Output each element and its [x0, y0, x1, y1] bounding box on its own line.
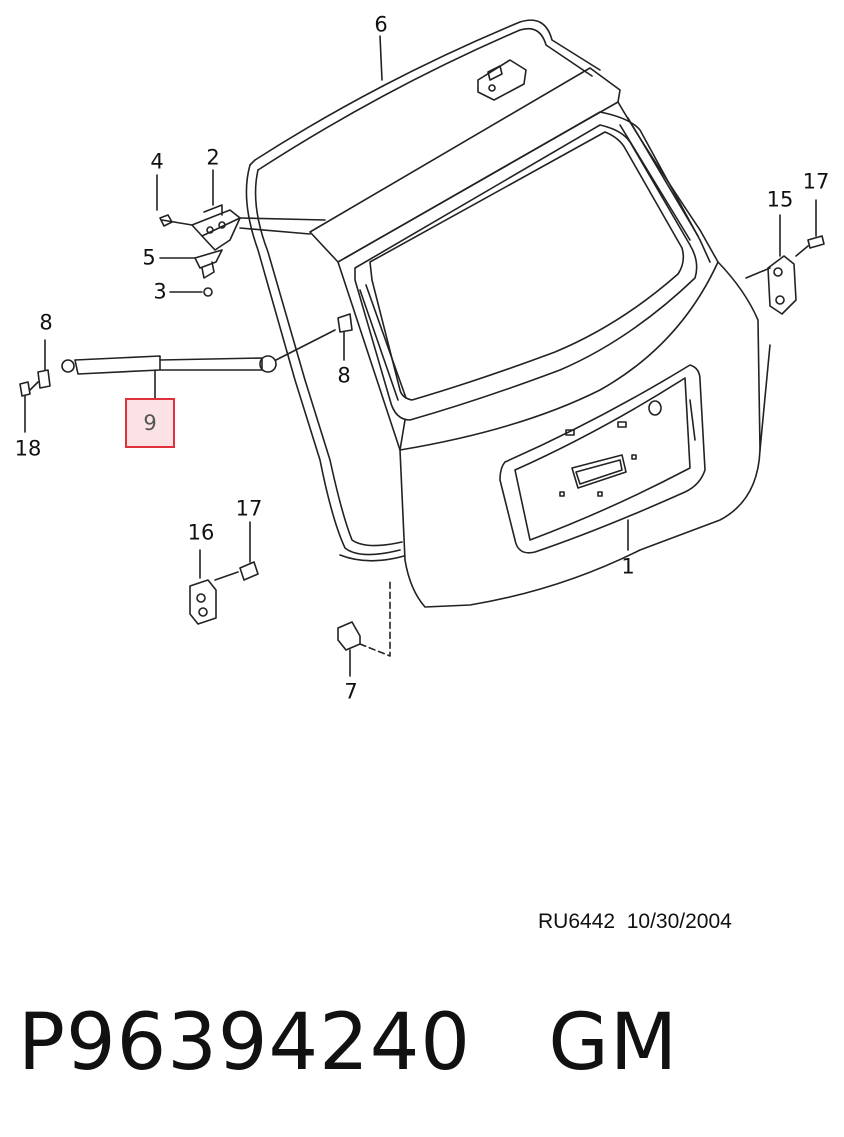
callout-18: 18: [14, 436, 42, 461]
weatherstrip-seal: [245, 19, 601, 562]
leader-lines: [156, 35, 629, 551]
callout-5: 5: [142, 245, 156, 270]
callout-8-left: 8: [39, 310, 53, 335]
callout-17-bottom: 17: [235, 496, 263, 521]
upper-hinge: [477, 59, 527, 101]
callout-6: 6: [374, 12, 388, 37]
highlighted-callout-9[interactable]: 9: [125, 398, 175, 448]
callout-4: 4: [150, 149, 164, 174]
callout-8-right: 8: [337, 363, 351, 388]
callout-3: 3: [153, 279, 167, 304]
part-number: P96394240 GM: [18, 998, 679, 1088]
callout-15: 15: [766, 187, 794, 212]
lower-bracket: [189, 549, 217, 625]
callout-16: 16: [187, 520, 215, 545]
tailgate-panel: [309, 67, 771, 608]
rubber-bumper: [337, 579, 391, 677]
hinge-assembly: [159, 204, 326, 297]
drawing-reference: RU6442 10/30/2004: [538, 910, 732, 933]
callout-17-top: 17: [802, 169, 830, 194]
fasteners: [19, 199, 825, 581]
license-plate-recess: [499, 364, 706, 554]
gas-strut: [61, 329, 336, 399]
striker-bracket: [745, 214, 809, 315]
callout-7: 7: [344, 679, 358, 704]
callout-2: 2: [206, 145, 220, 170]
callout-1: 1: [621, 554, 635, 579]
